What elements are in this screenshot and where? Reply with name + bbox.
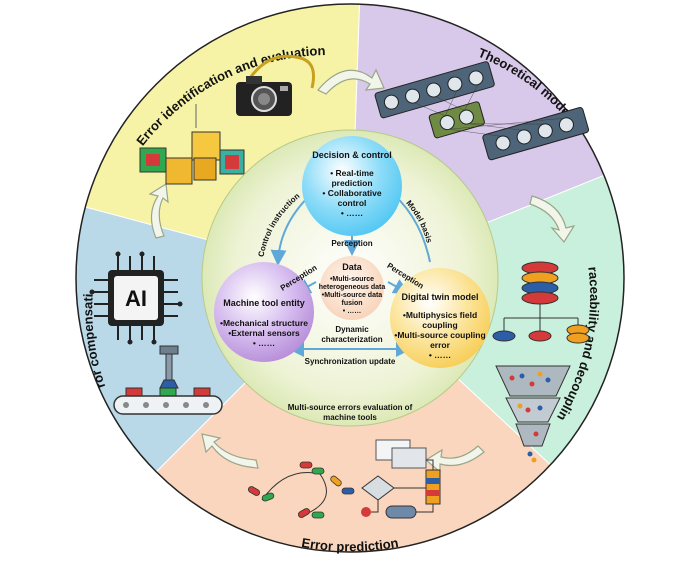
decision-item: • …… bbox=[341, 208, 363, 218]
chip-label: AI bbox=[125, 286, 147, 311]
label-sync-update: Synchronization update bbox=[305, 357, 396, 366]
data-item: • …… bbox=[343, 308, 361, 315]
flow-arrow-3 bbox=[424, 445, 485, 474]
decision-item: • Real-time bbox=[330, 168, 374, 178]
label-perception-top: Perception bbox=[331, 239, 372, 248]
flow-arrow-2 bbox=[529, 195, 576, 244]
twin-item: coupling bbox=[422, 320, 457, 330]
flow-arrow-5 bbox=[148, 182, 169, 239]
twin-item: •Multi-source coupling bbox=[394, 330, 485, 340]
core-caption-line-2: machine tools bbox=[323, 413, 377, 422]
ai-chip-icon: AI bbox=[89, 251, 183, 345]
molecule-icon bbox=[248, 461, 355, 519]
machine-item: • …… bbox=[253, 338, 275, 348]
node-digital-twin bbox=[390, 268, 490, 368]
database-stack-icon bbox=[492, 261, 590, 344]
cube-assembly-icon bbox=[139, 104, 245, 185]
machine-title: Machine tool entity bbox=[223, 298, 305, 308]
twin-item: •Multiphysics field bbox=[403, 310, 477, 320]
node-machine-tool bbox=[214, 262, 314, 362]
label-dynamic-2: characterization bbox=[321, 335, 382, 344]
data-item: •Multi-source data bbox=[322, 292, 383, 299]
decision-item: prediction bbox=[331, 178, 372, 188]
decision-item: • Collaborative bbox=[322, 188, 381, 198]
machine-item: •Mechanical structure bbox=[220, 318, 308, 328]
machine-items: •Mechanical structure•External sensors• … bbox=[220, 318, 308, 348]
twin-items: •Multiphysics fieldcoupling•Multi-source… bbox=[394, 310, 485, 360]
funnel-icon bbox=[495, 365, 571, 463]
conveyor-icon bbox=[113, 345, 223, 415]
twin-title: Digital twin model bbox=[401, 292, 478, 302]
data-item: heterogeneous data bbox=[319, 284, 386, 291]
outer-ring-border bbox=[75, 3, 625, 553]
node-decision-control bbox=[302, 136, 402, 236]
data-item: fusion bbox=[342, 300, 363, 307]
flow-arrow-4 bbox=[201, 433, 259, 469]
data-title: Data bbox=[342, 262, 363, 272]
camera-icon bbox=[236, 54, 315, 116]
decision-title: Decision & control bbox=[312, 150, 392, 160]
neural-network-icon bbox=[374, 61, 590, 161]
flow-arrow-1 bbox=[317, 68, 385, 95]
node-data bbox=[320, 256, 384, 320]
sector-label-error-prediction: Error prediction bbox=[301, 535, 400, 554]
data-item: •Multi-source bbox=[330, 276, 374, 283]
twin-item: • …… bbox=[429, 350, 451, 360]
machine-item: •External sensors bbox=[228, 328, 300, 338]
core-caption-line-1: Multi-source errors evaluation of bbox=[288, 403, 413, 412]
decision-item: control bbox=[338, 198, 367, 208]
label-dynamic-1: Dynamic bbox=[335, 325, 369, 334]
flow-arrows bbox=[148, 68, 576, 474]
twin-item: error bbox=[430, 340, 451, 350]
flowchart-icon bbox=[361, 439, 441, 519]
